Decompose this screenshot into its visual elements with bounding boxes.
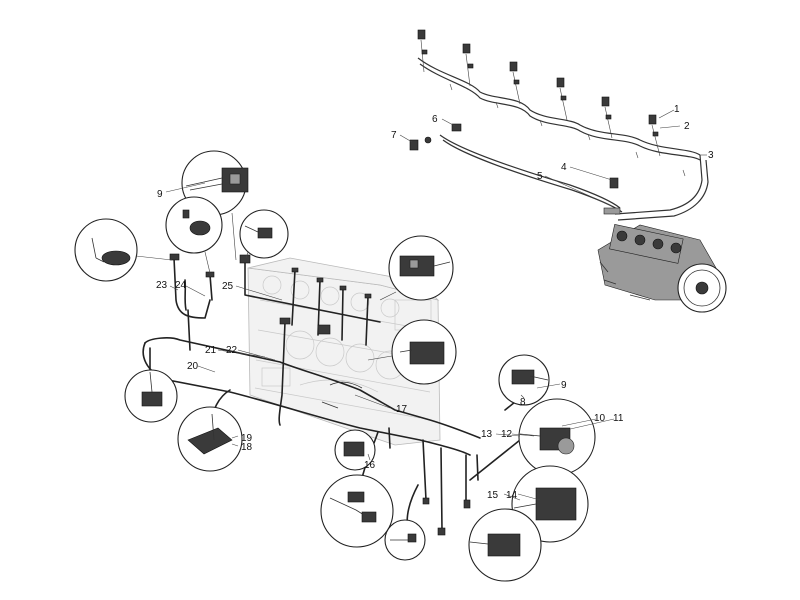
- detail-view-sensor-a: [165, 196, 223, 274]
- callout-25: 25: [222, 281, 234, 292]
- callout-18: 18: [241, 442, 253, 453]
- callout-24: 24: [175, 280, 187, 291]
- injector-lines: [417, 57, 709, 221]
- injector-nozzle: [417, 29, 428, 73]
- injector-nozzle: [556, 77, 568, 121]
- injector-nozzle: [601, 96, 613, 139]
- callout-9-top: 9: [157, 189, 163, 200]
- callout-19: 19: [241, 433, 253, 444]
- return-line: [409, 123, 623, 215]
- callout-13: 13: [481, 429, 493, 440]
- detail-view-8-9: [498, 354, 550, 406]
- leader-lines: [169, 109, 707, 501]
- callout-5: 5: [537, 171, 543, 182]
- detail-view-right-top: [379, 235, 454, 301]
- detail-view-16: [334, 429, 376, 471]
- callout-4: 4: [561, 162, 567, 173]
- callout-6: 6: [432, 114, 438, 125]
- injector-nozzle: [648, 114, 661, 157]
- detail-view-sensor-b: [239, 209, 289, 259]
- callout-7: 7: [391, 130, 397, 141]
- callout-15: 15: [487, 490, 499, 501]
- callout-17: 17: [396, 404, 408, 415]
- callout-23: 23: [156, 280, 168, 291]
- callout-labels: 1 2 3 4 5 6 7 8 9 9 10 11 12 13 14 15 16…: [156, 104, 714, 501]
- callout-3: 3: [708, 150, 714, 161]
- detail-view-sensor-c: [74, 218, 173, 282]
- callout-9-right: 9: [561, 380, 567, 391]
- injector-nozzle: [509, 61, 521, 105]
- detail-view-18-19: [177, 406, 243, 472]
- detail-view-left-sensor: [124, 369, 178, 423]
- injector-nozzle: [462, 43, 474, 87]
- callout-10: 10: [594, 413, 606, 424]
- detail-view-bottom-a: [320, 474, 394, 548]
- injection-pump: [597, 224, 727, 313]
- injector-nozzles: [417, 29, 686, 177]
- callout-20: 20: [187, 361, 199, 372]
- detail-view-bottom-right: [468, 508, 542, 582]
- detail-view-bottom-b: [384, 519, 426, 561]
- callout-12: 12: [501, 429, 513, 440]
- callout-11: 11: [613, 413, 624, 424]
- callout-22: 22: [226, 345, 238, 356]
- callout-2: 2: [684, 121, 690, 132]
- callout-16: 16: [364, 460, 376, 471]
- callout-8: 8: [520, 397, 526, 408]
- callout-14: 14: [506, 490, 518, 501]
- detail-view-right-mid: [367, 319, 457, 385]
- callout-21: 21: [205, 345, 217, 356]
- detail-view-10-13: [518, 398, 596, 476]
- callout-1: 1: [674, 104, 680, 115]
